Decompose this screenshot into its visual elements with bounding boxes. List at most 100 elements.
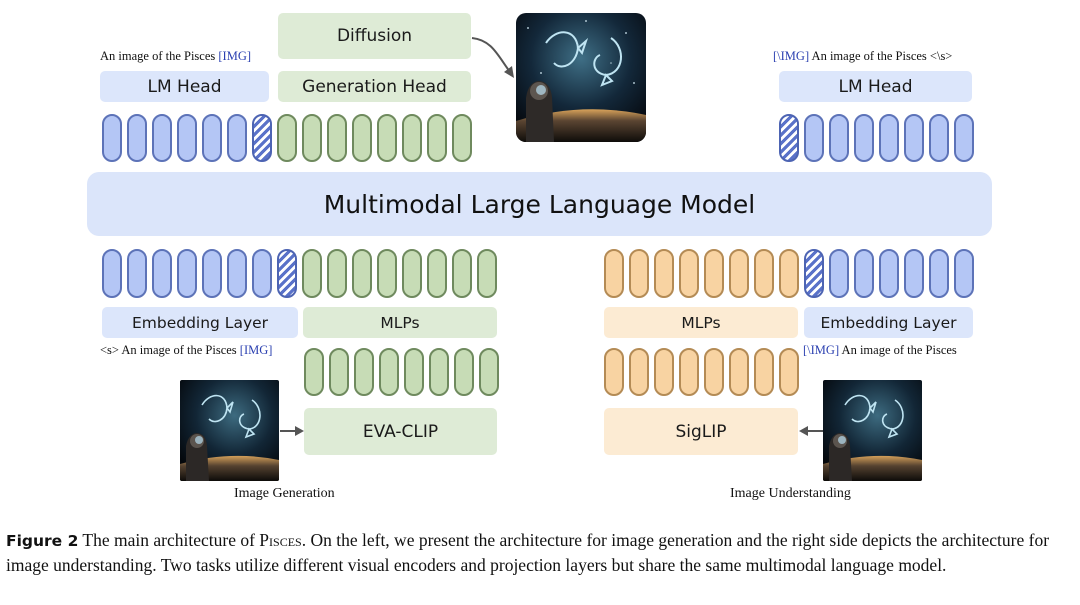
figure-caption: Figure 2 The main architecture of Pisces… [6,528,1076,577]
generated-pisces-image [516,13,646,142]
text-token [829,249,849,298]
text-token [854,114,874,162]
text-token [177,114,197,162]
input-pisces-image-left [180,380,279,481]
text-token [829,114,849,162]
image-token [377,249,397,298]
top-left-output-prefix: An image of the Pisces [100,49,219,63]
image-token [302,249,322,298]
visual-feature-token [754,348,774,396]
img-end-special-token [804,249,824,298]
visual-feature-token [404,348,424,396]
text-token [227,249,247,298]
text-token [804,114,824,162]
embedding-layer-right: Embedding Layer [804,307,973,338]
image-token [352,249,372,298]
image-token [427,249,447,298]
text-token [177,249,197,298]
img-end-special-token [779,114,799,162]
visual-feature-token [654,348,674,396]
caption-text-before: The main architecture of [78,530,260,550]
image-token [704,249,724,298]
image-token [427,114,447,162]
text-token [202,114,222,162]
img-special-token [252,114,272,162]
image-token [754,249,774,298]
text-token [102,114,122,162]
text-token [227,114,247,162]
arrow-to-eva-clip [280,426,304,436]
diffusion-box: Diffusion [278,13,471,59]
text-token [879,249,899,298]
visual-feature-token [379,348,399,396]
text-token [929,249,949,298]
text-token [127,114,147,162]
eva-clip-encoder: EVA-CLIP [304,408,497,455]
lm-head-left: LM Head [100,71,269,102]
top-right-output-text: [\IMG] An image of the Pisces <\s> [773,49,952,64]
image-understanding-label: Image Understanding [730,486,851,501]
image-token [729,249,749,298]
img-special-token [277,249,297,298]
bottom-left-input-prefix: <s> An image of the Pisces [100,343,240,357]
text-token [904,249,924,298]
image-token [477,249,497,298]
top-left-img-tag: [IMG] [218,49,252,63]
image-token [302,114,322,162]
bottom-right-input-suffix: An image of the Pisces [839,343,957,357]
diffusion-arrow [471,37,514,78]
image-token [604,249,624,298]
multimodal-llm-block: Multimodal Large Language Model [87,172,992,236]
image-token [679,249,699,298]
visual-feature-token [704,348,724,396]
text-token [929,114,949,162]
visual-feature-token [304,348,324,396]
image-token [629,249,649,298]
image-token [327,114,347,162]
visual-feature-token [479,348,499,396]
image-token [654,249,674,298]
image-token [402,114,422,162]
embedding-layer-left: Embedding Layer [102,307,298,338]
visual-feature-token [729,348,749,396]
image-token [377,114,397,162]
figure-label: Figure 2 [6,532,79,550]
mlps-left: MLPs [303,307,497,338]
top-right-end-img-tag: [\IMG] [773,49,810,63]
text-token [252,249,272,298]
visual-feature-token [629,348,649,396]
arrow-to-siglip [799,426,823,436]
bottom-left-img-tag: [IMG] [239,343,273,357]
bottom-right-input-text: [\IMG] An image of the Pisces [803,343,957,358]
image-token [327,249,347,298]
image-token [779,249,799,298]
text-token [102,249,122,298]
text-token [152,114,172,162]
visual-feature-token [679,348,699,396]
bottom-left-input-text: <s> An image of the Pisces [IMG] [100,343,272,358]
text-token [904,114,924,162]
text-token [954,249,974,298]
text-token [854,249,874,298]
generation-head: Generation Head [278,71,471,102]
image-token [402,249,422,298]
visual-feature-token [604,348,624,396]
text-token [152,249,172,298]
top-left-output-text: An image of the Pisces [IMG] [100,49,251,64]
text-token [879,114,899,162]
image-token [452,114,472,162]
lm-head-right: LM Head [779,71,972,102]
top-right-output-suffix: An image of the Pisces <\s> [809,49,953,63]
input-pisces-image-right [823,380,922,481]
caption-text-after: . On the left, we present the architectu… [6,530,1050,575]
image-generation-label: Image Generation [234,486,335,501]
caption-model-name: Pisces [259,530,302,550]
siglip-encoder: SigLIP [604,408,798,455]
visual-feature-token [329,348,349,396]
visual-feature-token [354,348,374,396]
text-token [954,114,974,162]
image-token [352,114,372,162]
visual-feature-token [429,348,449,396]
image-token [277,114,297,162]
image-token [452,249,472,298]
